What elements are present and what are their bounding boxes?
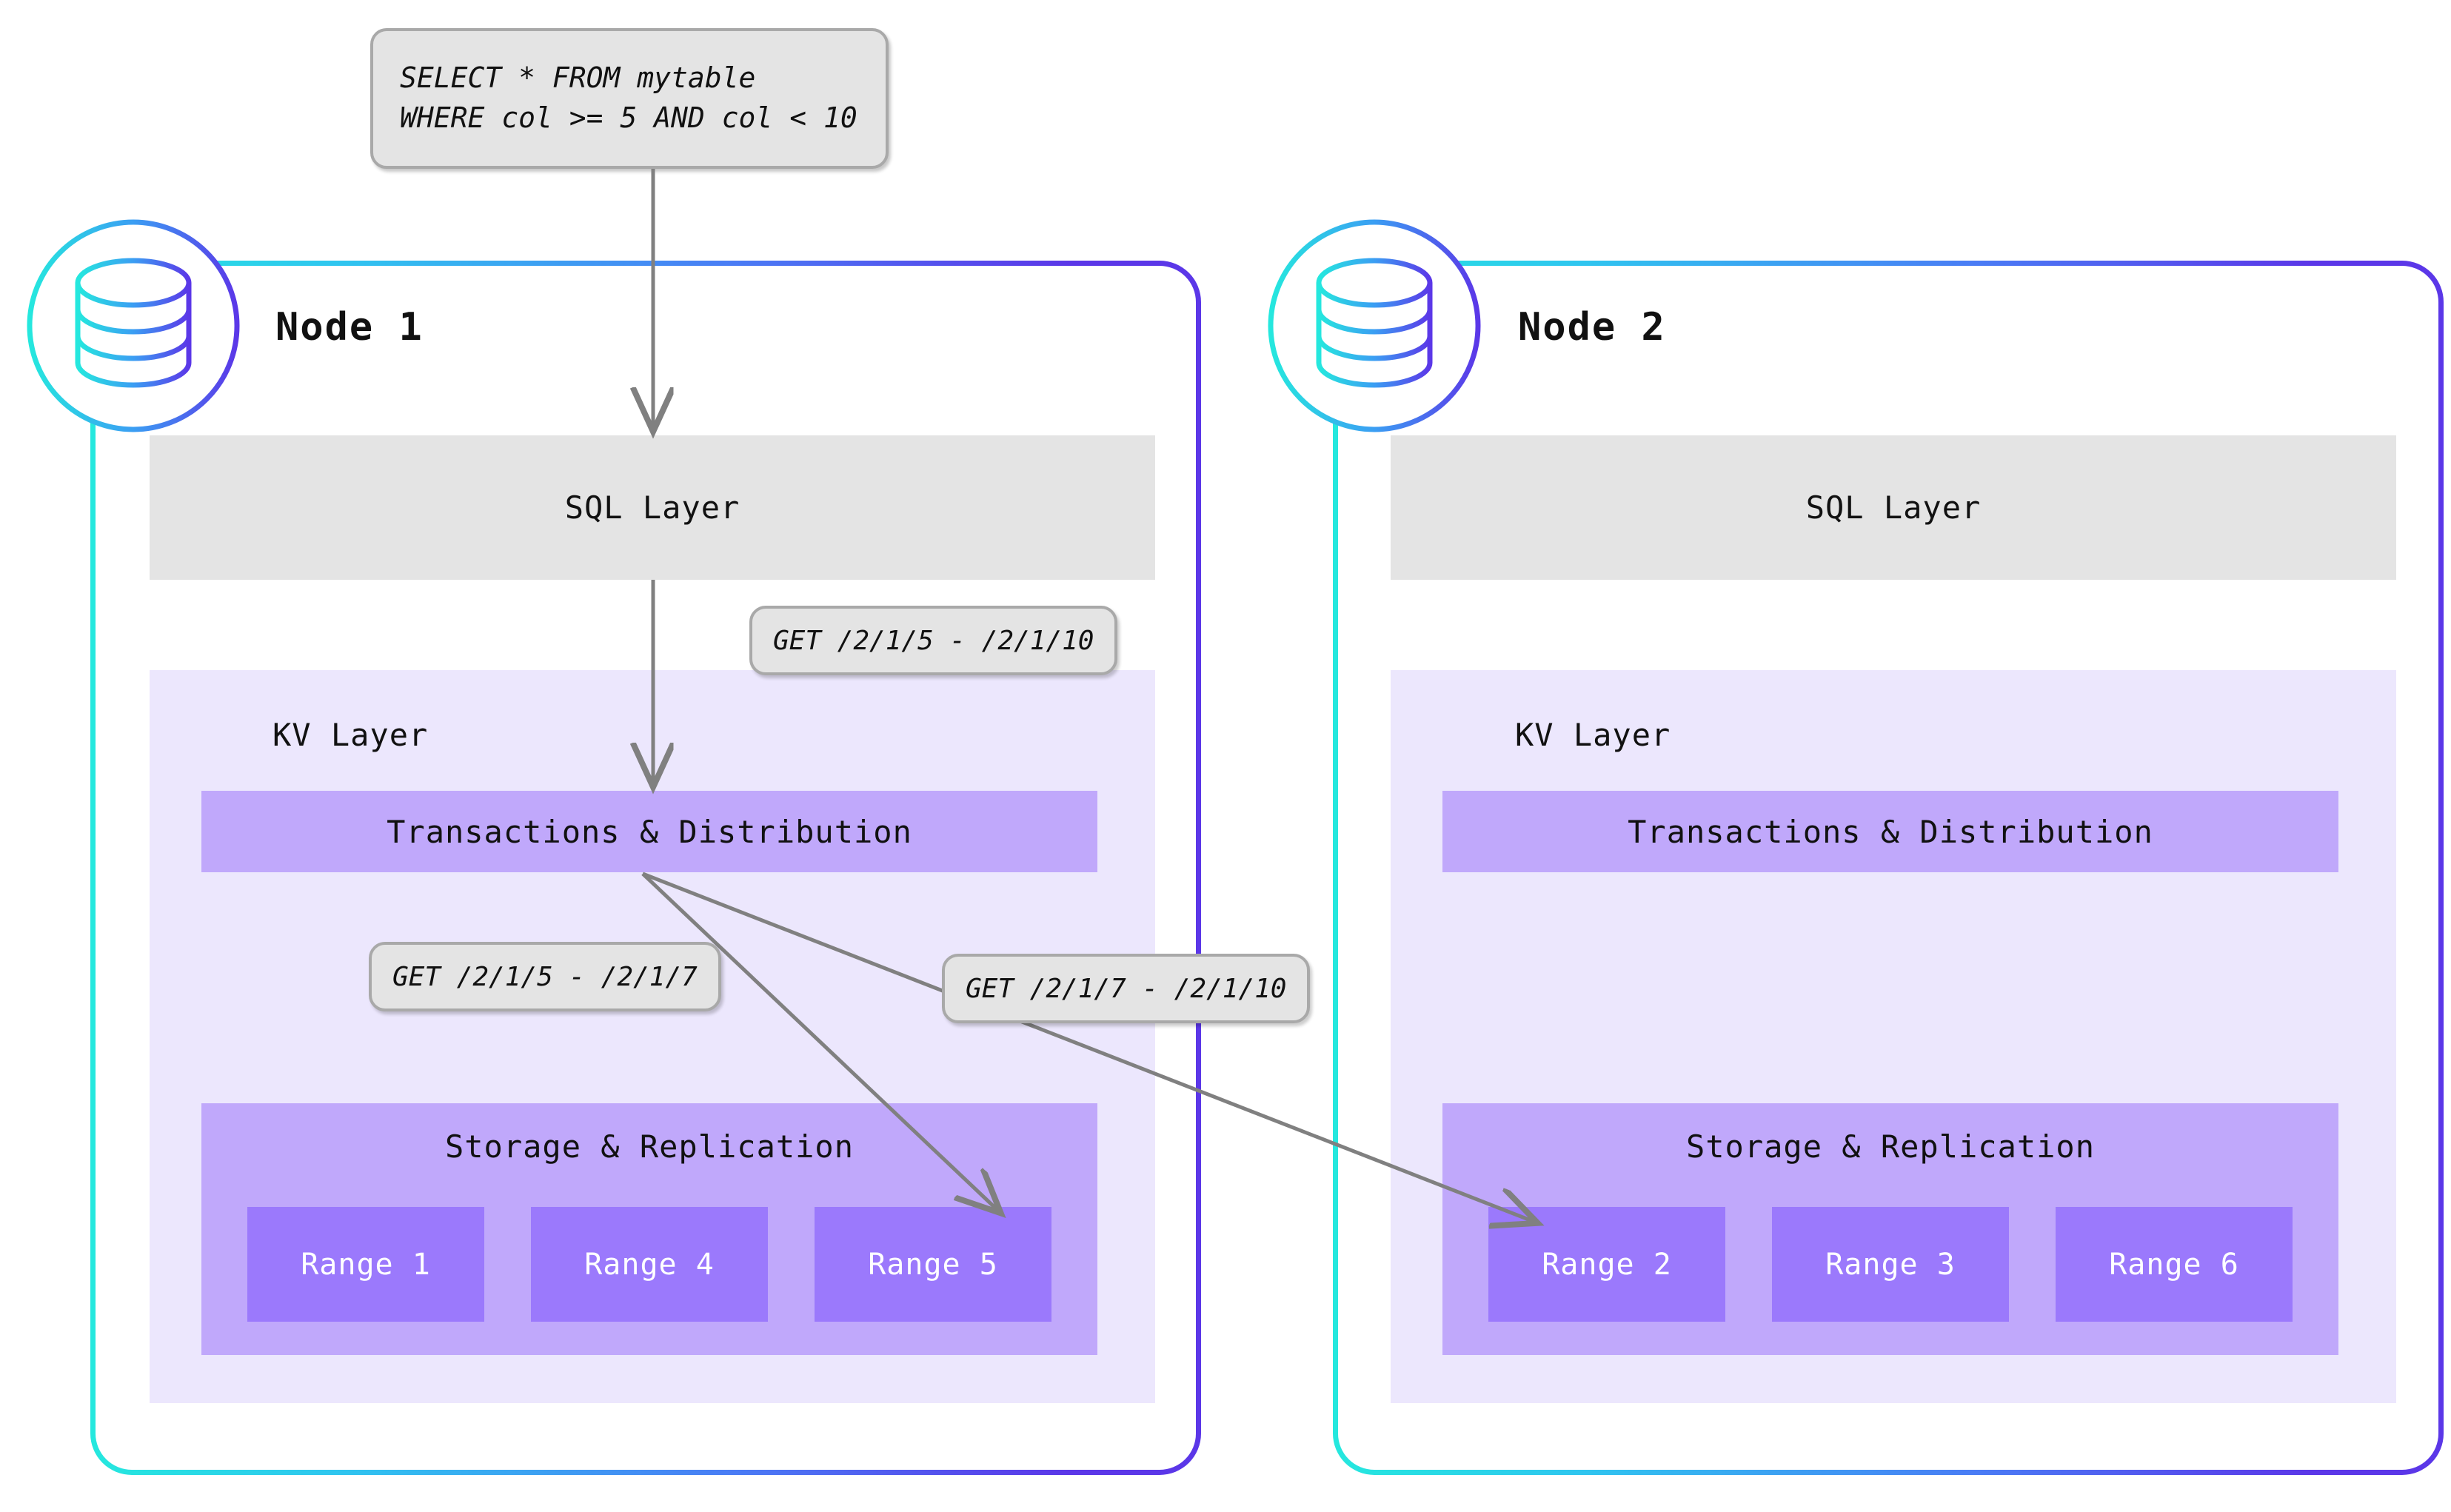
sql-layer-label: SQL Layer: [564, 489, 740, 526]
get-callout-local-range: GET /2/1/5 - /2/1/7: [369, 942, 721, 1011]
sql-query-line-2: WHERE col >= 5 AND col < 10: [400, 101, 857, 134]
range-box[interactable]: Range 5: [815, 1207, 1051, 1322]
node-2-transactions-bar: Transactions & Distribution: [1442, 791, 2338, 872]
storage-label: Storage & Replication: [444, 1128, 854, 1165]
transactions-label: Transactions & Distribution: [1628, 813, 2153, 850]
storage-label: Storage & Replication: [1685, 1128, 2095, 1165]
get-callout-remote-range: GET /2/1/7 - /2/1/10: [942, 954, 1311, 1023]
node-2-sql-layer: SQL Layer: [1391, 435, 2396, 580]
get-callout-text: GET /2/1/5 - /2/1/7: [392, 961, 698, 992]
get-callout-text: GET /2/1/5 - /2/1/10: [773, 625, 1094, 656]
range-box[interactable]: Range 2: [1488, 1207, 1725, 1322]
range-box[interactable]: Range 1: [247, 1207, 484, 1322]
kv-layer-label: KV Layer: [272, 717, 429, 753]
range-box[interactable]: Range 3: [1772, 1207, 2009, 1322]
sql-layer-label: SQL Layer: [1805, 489, 1982, 526]
node-2-title: Node 2: [1518, 305, 1666, 349]
sql-query-line-1: SELECT * FROM mytable: [400, 61, 756, 95]
get-callout-text: GET /2/1/7 - /2/1/10: [966, 973, 1287, 1004]
node-1-storage-panel: Storage & Replication Range 1 Range 4 Ra…: [201, 1103, 1097, 1355]
get-callout-full-range: GET /2/1/5 - /2/1/10: [749, 606, 1118, 675]
node-1-sql-layer: SQL Layer: [150, 435, 1155, 580]
database-icon: [1263, 215, 1485, 437]
range-box[interactable]: Range 6: [2056, 1207, 2293, 1322]
database-icon: [22, 215, 244, 437]
transactions-label: Transactions & Distribution: [387, 813, 912, 850]
range-box[interactable]: Range 4: [531, 1207, 768, 1322]
node-1-title: Node 1: [275, 305, 424, 349]
node-2-storage-panel: Storage & Replication Range 2 Range 3 Ra…: [1442, 1103, 2338, 1355]
node-1-transactions-bar: Transactions & Distribution: [201, 791, 1097, 872]
node-2-range-row: Range 2 Range 3 Range 6: [1488, 1207, 2293, 1322]
node-1-range-row: Range 1 Range 4 Range 5: [247, 1207, 1051, 1322]
kv-layer-label: KV Layer: [1515, 717, 1671, 753]
sql-query-callout: SELECT * FROM mytable WHERE col >= 5 AND…: [370, 28, 889, 169]
